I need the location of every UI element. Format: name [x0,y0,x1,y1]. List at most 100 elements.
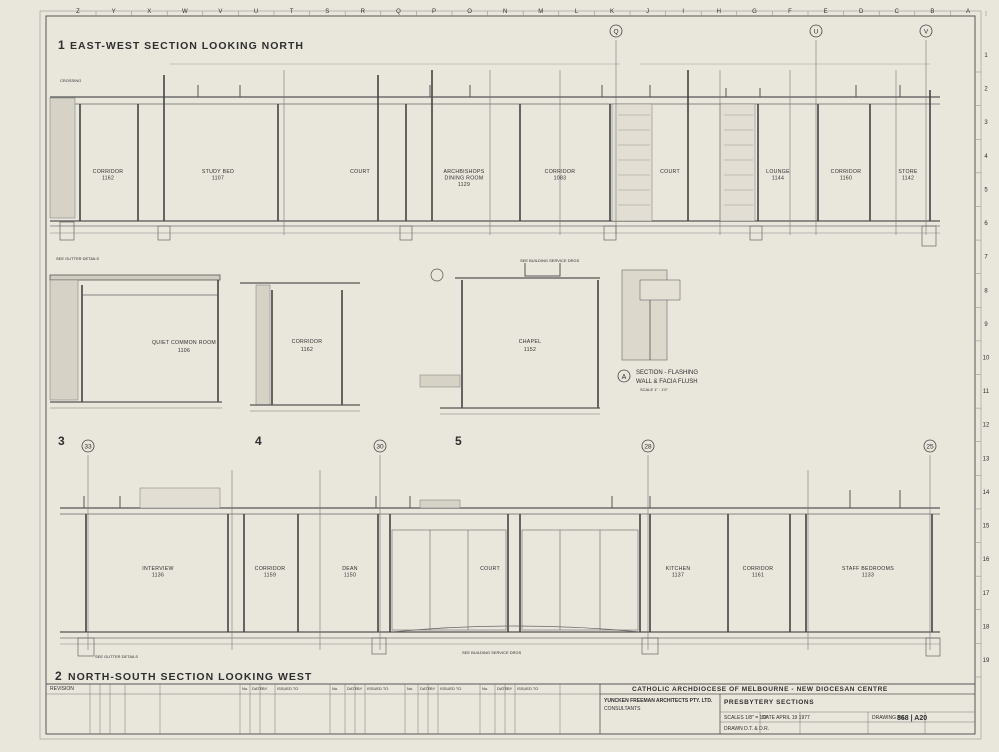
grid-number: 5 [984,187,988,193]
grid-letter: S [325,9,329,15]
column-marker [81,439,95,453]
section-5-room-name: CHAPEL [519,339,542,345]
titleblock-column-header: No. [242,686,248,691]
grid-letter: Y [112,9,116,15]
grid-letter: L [575,9,579,15]
grid-letter: U [254,9,258,15]
grid-letter: I [682,9,684,15]
grid-letter: H [717,9,721,15]
grid-number: 7 [984,255,988,261]
section-5-room-no: 1152 [524,347,536,353]
titleblock-column-header: ISSUED TO [367,686,388,691]
column-marker-label: 28 [644,444,652,451]
section-2-title: NORTH-SOUTH SECTION LOOKING WEST [68,671,312,683]
room-label: CORRIDOR [743,566,774,572]
grid-number: 17 [983,591,990,597]
grid-letter: T [290,9,294,15]
drawn-text: DRAWN D.T. & D.R. [724,726,769,732]
room-label: CORRIDOR [255,566,286,572]
grid-letter: O [467,9,472,15]
room-label: CORRIDOR [831,169,862,175]
room-number: 1162 [102,176,114,182]
date-text: DATE APRIL 19 1977 [762,715,810,721]
scale-text: SCALES 1/8" = 1'0" [724,715,768,721]
grid-letter: A [966,9,970,15]
section-3-room-name: QUIET COMMON ROOM [152,340,216,346]
project-title: PRESBYTERY SECTIONS [724,699,814,706]
room-label: CORRIDOR [93,169,124,175]
grid-number: 2 [984,87,988,93]
titleblock-column-header: DATE [497,686,508,691]
titleblock-column-header: ISSUED TO [277,686,298,691]
titleblock-column-header: No. [482,686,488,691]
room-number: 1083 [554,176,567,182]
grid-letter: V [218,9,222,15]
section-4-number: 4 [255,434,262,448]
titleblock-column-header: BY [357,686,363,691]
grid-number: 9 [984,322,988,328]
section-5: CHAPEL 1152 5 [419,263,600,448]
svg-text:A: A [622,374,627,381]
section-2-number: 2 [55,669,62,683]
grid-letter: G [752,9,757,15]
detail-a: A SECTION - FLASHING WALL & FACIA FLUSH … [617,269,698,392]
room-number: 1136 [152,573,164,579]
titleblock-column-header: BY [262,686,268,691]
section-1-title: EAST-WEST SECTION LOOKING NORTH [70,40,304,52]
section-4-room-no: 1162 [301,347,313,353]
detail-a-scale: SCALE 1" : 1'0" [640,387,668,392]
drawing-label: DRAWING No. [872,715,905,721]
room-number: 1159 [264,573,276,579]
titleblock-column-header: No. [407,686,413,691]
svg-text:CROSSING: CROSSING [60,78,81,83]
grid-letter: P [432,9,436,15]
grid-number: 15 [983,524,990,530]
room-label: LOUNGE [766,169,790,175]
grid-letter: J [646,9,649,15]
room-number: 1144 [772,176,784,182]
room-label: COURT [480,566,500,572]
section-1: 1 EAST-WEST SECTION LOOKING NORTH [49,24,940,263]
titleblock-column-header: DATE [347,686,358,691]
section-4-room-name: CORRIDOR [292,339,323,345]
room-label: STUDY BED [202,169,234,175]
grid-number: 10 [983,356,990,362]
grid-letter: W [182,9,188,15]
section-3: QUIET COMMON ROOM 1106 3 [49,274,222,448]
room-number: 1160 [840,176,852,182]
column-marker [641,439,655,453]
column-marker-label: V [924,29,929,36]
titleblock-column-header: DATE [420,686,431,691]
section-3-number: 3 [58,434,65,448]
room-label: DEAN [342,566,358,572]
titleblock-column-header: BY [430,686,436,691]
section-3-room-no: 1106 [178,348,190,354]
grid-number: 4 [984,154,988,160]
detail-a-line2: WALL & FACIA FLUSH [636,379,698,385]
grid-number: 11 [983,389,990,395]
grid-letter: B [930,9,934,15]
client-title: CATHOLIC ARCHDIOCESE OF MELBOURNE - NEW … [632,686,888,693]
grid-letter: Q [396,9,401,15]
grid-letter: F [788,9,792,15]
grid-letter: X [147,9,151,15]
grid-number: 16 [983,557,990,563]
room-label: ARCHBISHOPS [443,169,484,175]
column-marker-label: 33 [84,444,92,451]
room-number: 1137 [672,573,684,579]
detail-a-line1: SECTION - FLASHING [636,370,698,376]
room-label: STORE [898,169,918,175]
detail-a-marker [617,369,631,383]
room-label: DINING ROOM [444,176,483,182]
room-number: 1142 [902,176,914,182]
grid-letter: E [824,9,828,15]
grid-number: 6 [984,221,988,227]
titleblock-column-header: No. [332,686,338,691]
grid-letter: K [610,9,614,15]
titleblock-column-header: BY [507,686,513,691]
grid-number: 14 [983,490,990,496]
